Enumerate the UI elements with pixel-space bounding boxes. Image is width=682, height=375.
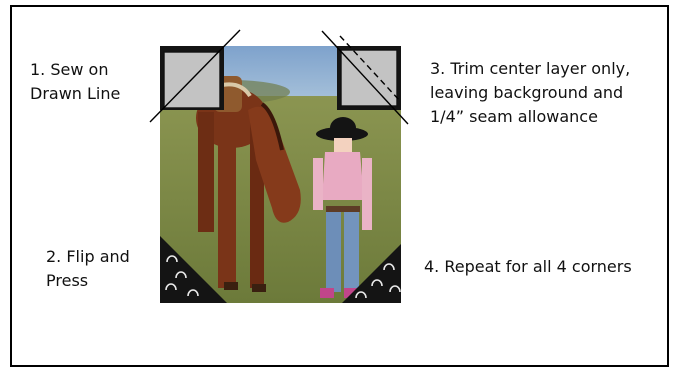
step-2-line-2: Press xyxy=(46,269,156,293)
step-2-label: 2. Flip and Press xyxy=(46,245,156,293)
step-4-line-1: 4. Repeat for all 4 corners xyxy=(424,255,674,279)
step-1-line-2: Drawn Line xyxy=(30,82,150,106)
step-3-line-2: leaving background and xyxy=(430,81,670,105)
step-4-label: 4. Repeat for all 4 corners xyxy=(424,255,674,279)
step-1-line-1: 1. Sew on xyxy=(30,58,150,82)
step-3-line-3: 1/4” seam allowance xyxy=(430,105,670,129)
step-2-line-1: 2. Flip and xyxy=(46,245,156,269)
corner-square-inner-right xyxy=(341,50,397,106)
step-3-label: 3. Trim center layer only, leaving backg… xyxy=(430,57,670,129)
step-1-label: 1. Sew on Drawn Line xyxy=(30,58,150,106)
step-3-line-1: 3. Trim center layer only, xyxy=(430,57,670,81)
